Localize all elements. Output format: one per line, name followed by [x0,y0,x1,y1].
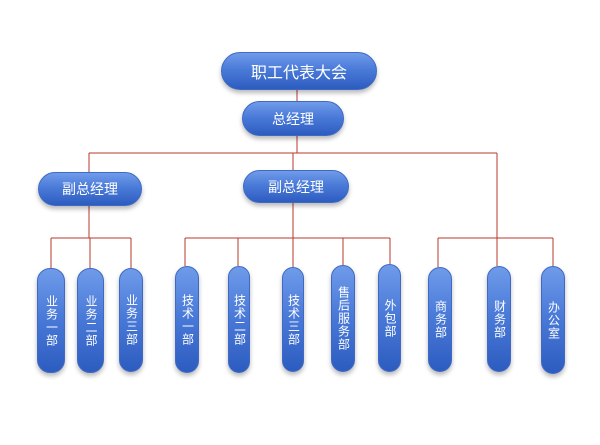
deputy-manager-node-left: 副总经理 [38,172,142,206]
department-node: 业务一部 [37,268,65,373]
department-node: 技术二部 [228,266,250,373]
department-node: 业务三部 [119,268,143,372]
general-manager-node: 总经理 [242,101,344,136]
department-node: 售后服务部 [331,265,355,372]
department-node: 业务二部 [77,268,104,373]
department-node: 技术三部 [282,267,304,372]
department-node: 技术一部 [175,266,199,373]
department-node: 办公室 [541,266,565,374]
deputy-manager-node-middle: 副总经理 [243,170,349,203]
root-node: 职工代表大会 [221,52,377,90]
department-node: 外包部 [378,264,401,372]
department-node: 商务部 [428,267,452,372]
department-node: 财务部 [487,266,511,372]
